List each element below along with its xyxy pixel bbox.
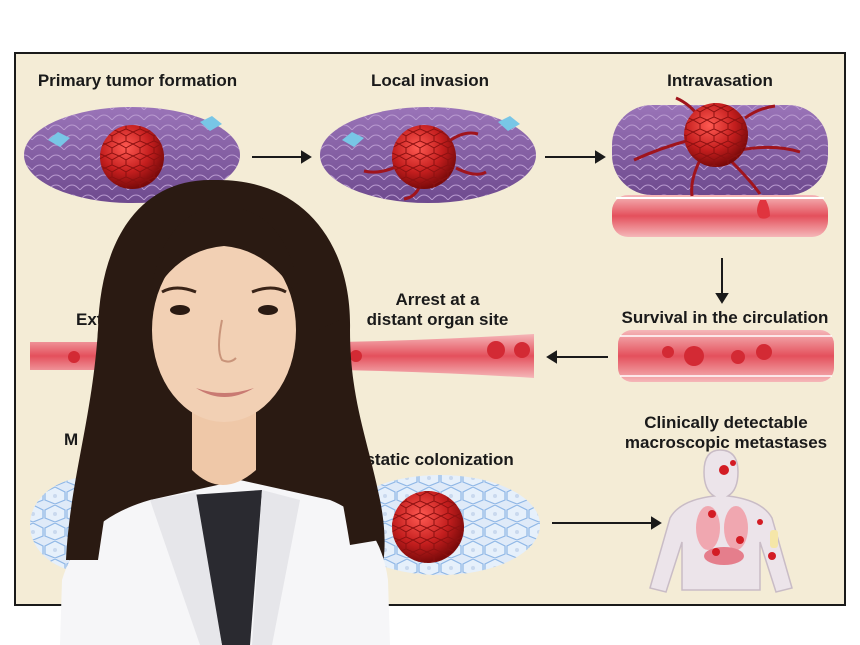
colonization-illustration	[340, 475, 540, 575]
primary-tumor-illustration	[24, 107, 240, 203]
label-colonization: astatic colonization	[356, 450, 514, 469]
arrow-1	[252, 150, 312, 164]
label-primary-tumor: Primary tumor formation	[37, 71, 238, 90]
hair-right-strands	[318, 320, 380, 545]
arrow-2	[545, 150, 606, 164]
label-survival: Survival in the circulation	[621, 308, 829, 327]
human-body-illustration	[649, 449, 793, 593]
coat	[60, 480, 390, 645]
label-extravasation: Ext	[76, 310, 103, 329]
arrow-down	[715, 258, 729, 304]
hair-left-strands	[66, 320, 128, 560]
label-arrest-line2: distant organ site	[366, 310, 509, 329]
arrow-left	[546, 350, 608, 364]
neck	[192, 410, 256, 485]
local-invasion-illustration	[320, 107, 536, 203]
label-clinical-line1: Clinically detectable	[644, 413, 808, 432]
arrow-3	[552, 516, 662, 530]
label-clinical-line2: macroscopic metastases	[624, 433, 828, 452]
label-arrest-line1: Arrest at a	[395, 290, 480, 309]
face	[150, 206, 300, 422]
label-micrometastasis: M	[64, 430, 79, 449]
label-intravasation: Intravasation	[667, 71, 773, 90]
intravasation-illustration	[612, 96, 828, 237]
label-local-invasion: Local invasion	[370, 71, 490, 90]
circulation-vessel	[618, 330, 834, 382]
